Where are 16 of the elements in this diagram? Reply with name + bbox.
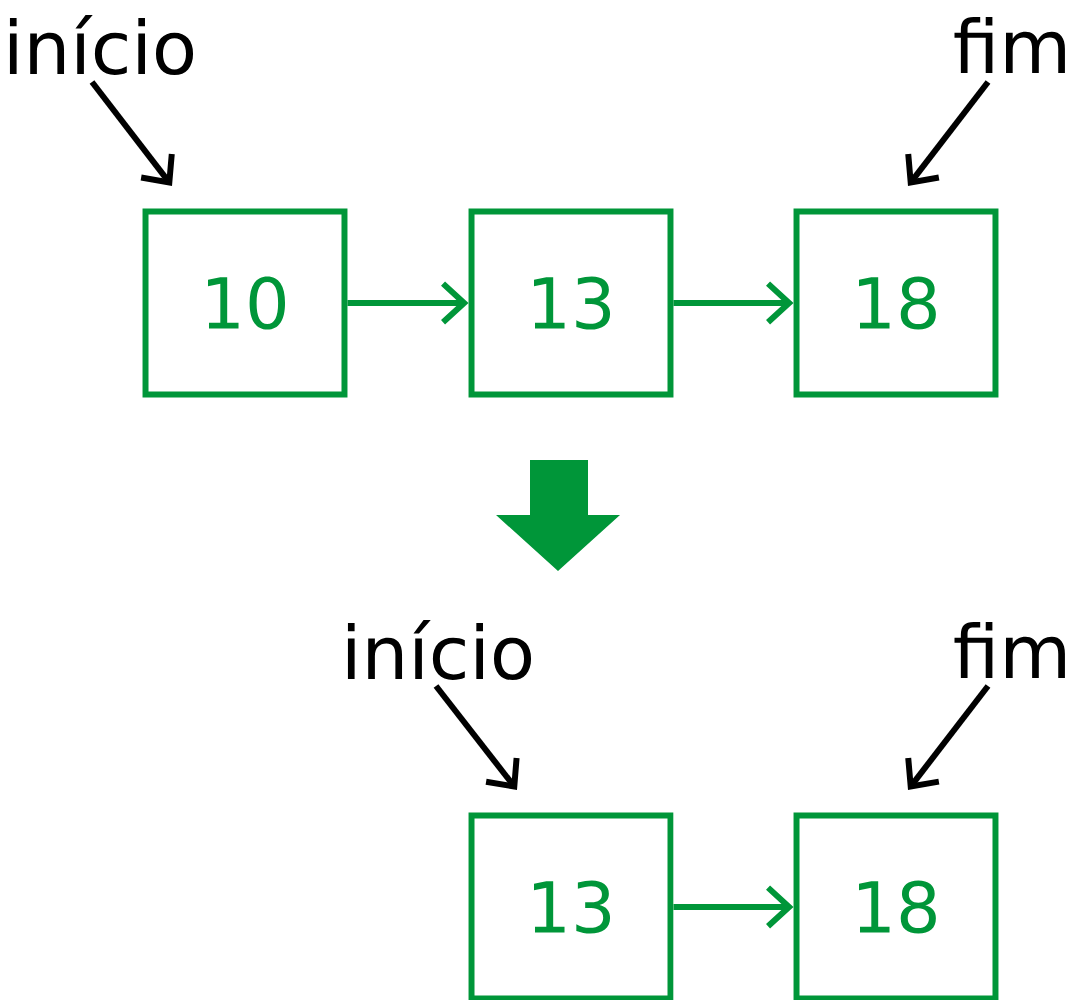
pointer-label: início [347, 619, 532, 681]
link-arrow [347, 281, 469, 325]
pointer-label: fim [954, 16, 1065, 74]
value-box: 13 [468, 208, 674, 398]
value-box: 18 [793, 208, 999, 398]
value-box: 18 [793, 812, 999, 1000]
pointer-arrow [905, 684, 991, 790]
link-arrow [673, 885, 794, 929]
pointer-arrow [905, 80, 991, 186]
pointer-arrow [89, 80, 175, 186]
pointer-arrow [433, 684, 520, 790]
pointer-label: fim [954, 621, 1065, 679]
link-arrow [673, 281, 794, 325]
value-box: 13 [468, 812, 674, 1000]
value-box: 10 [142, 208, 348, 398]
pointer-label: início [9, 14, 194, 76]
